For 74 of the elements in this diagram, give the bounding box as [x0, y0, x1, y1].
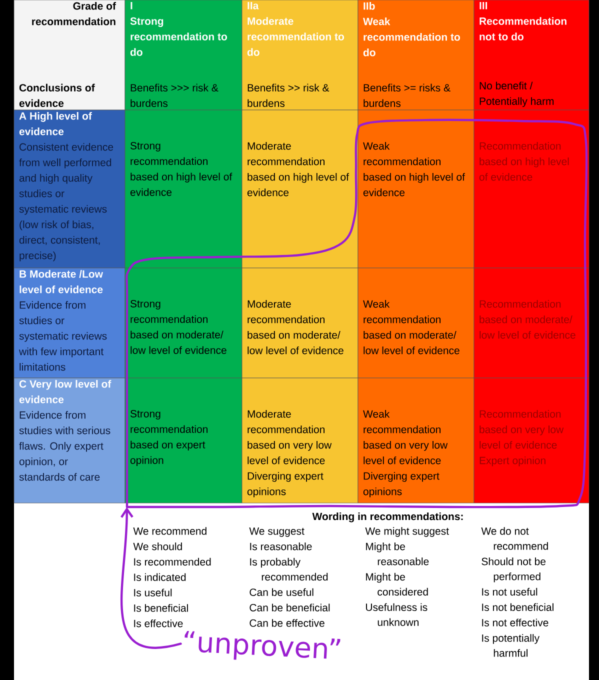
table-cell: [474, 110, 590, 268]
level-description: Evidence from studies with serious flaws. Only expert opinion, or standards of care: [19, 411, 110, 481]
table-cell: [358, 0, 474, 110]
recommendation-text: Diverging expert opinions: [247, 472, 324, 498]
recommendation-text: Recommendation based on high level of evidence: [479, 142, 569, 181]
level-description: Consistent evidence from well performed and high quality studies or systematic reviews (low risk of bias, direct, consistent, precise): [19, 143, 114, 262]
wording-item: Is effective: [134, 620, 183, 628]
wording-item: Is recommended: [134, 558, 211, 566]
table-cell: [14, 378, 126, 504]
grade-numeral: IIb: [364, 2, 375, 10]
benefit-text: Benefits >>> risk & burdens: [130, 84, 218, 107]
recommendation-text: Weak recommendation based on very low level of evidence: [363, 410, 448, 464]
grade-heading: Moderate recommendation to do: [247, 17, 344, 56]
recommendation-text: Moderate recommendation based on high level of evidence: [247, 142, 349, 196]
wording-item: We recommend: [133, 527, 206, 535]
recommendation-text: Diverging expert opinions: [363, 472, 440, 498]
recommendation-text: Recommendation based on moderate/ low level of evidence: [480, 300, 576, 339]
hand-drawn-loop: [126, 118, 588, 508]
grade-numeral: IIa: [248, 2, 259, 10]
recommendation-text: Moderate recommendation based on moderate/ low level of evidence: [248, 300, 344, 354]
wording-item: Is not useful: [482, 588, 538, 596]
table-cell: [124, 110, 242, 268]
wording-item: Can be useful: [250, 588, 314, 596]
grade-numeral: I: [130, 2, 132, 10]
recommendation-text: Weak recommendation based on moderate/ low level of evidence: [363, 300, 460, 354]
grade-heading: Recommendation not to do: [480, 17, 566, 40]
wording-item: We suggest: [249, 528, 304, 537]
wording-item: Is not beneficial: [482, 603, 554, 611]
wording-item: Can be beneficial: [250, 604, 330, 612]
wording-item: Is beneficial: [134, 604, 188, 612]
table-cell: [358, 110, 474, 268]
recommendation-text: Expert opinion: [480, 456, 546, 466]
wording-item: Might be considered: [366, 572, 428, 596]
section-heading: Wording in recommendations:: [312, 512, 463, 522]
level-heading: C Very low level of evidence: [19, 380, 112, 404]
wording-item: We do not recommend: [481, 527, 548, 550]
table-cell: [14, 110, 126, 268]
level-heading: A High level of evidence: [19, 112, 92, 136]
wording-item: Is potentially harmful: [482, 634, 540, 657]
wording-item: Should not be performed: [482, 558, 546, 582]
evidence-label: Conclusions of evidence: [19, 84, 95, 107]
wording-item: Is probably recommended: [250, 558, 328, 581]
benefit-text: Benefits >> risk & burdens: [248, 84, 330, 107]
table-cell: [242, 0, 358, 110]
wording-item: Usefulness is unknown: [366, 603, 428, 626]
grade-heading: Strong recommendation to do: [130, 17, 227, 56]
table-cell: [242, 110, 358, 268]
recommendation-text: Strong recommendation based on expert opinion: [130, 410, 208, 466]
table-cell: [14, 0, 126, 110]
benefit-text: Benefits >= risks & burdens: [364, 84, 450, 107]
grade-label: Grade of recommendation: [32, 2, 116, 26]
recommendation-text: Weak recommendation based on high level of evidence: [363, 142, 465, 196]
handwritten-note: “unproven”: [184, 630, 340, 660]
wording-item: We should: [133, 542, 182, 550]
recommendation-text: Recommendation based on very low level of evidence: [480, 410, 564, 449]
grade-heading: Weak recommendation to do: [363, 18, 460, 56]
benefit-text: No benefit / Potentially harm: [480, 82, 554, 107]
wording-item: Is indicated: [134, 573, 186, 581]
level-heading: B Moderate /Low level of evidence: [20, 270, 104, 294]
grade-numeral: III: [480, 2, 488, 10]
wording-item: Is useful: [134, 588, 172, 596]
wording-item: Is reasonable: [250, 542, 312, 550]
arrow: [120, 507, 182, 649]
recommendation-text: Strong recommendation based on moderate/ low level of evidence: [130, 300, 226, 354]
wording-item: Is not effective: [482, 618, 548, 626]
table-cell: [14, 268, 126, 378]
wording-item: Might be reasonable: [366, 542, 429, 566]
wording-item: We might suggest: [365, 527, 449, 537]
recommendation-text: Strong recommendation based on high level of evidence: [130, 142, 232, 196]
level-description: Evidence from studies or systematic reviews with few important limitations: [18, 301, 107, 371]
table-cell: [124, 0, 242, 110]
recommendation-text: Moderate recommendation based on very low level of evidence: [248, 410, 332, 464]
wording-item: Can be effective: [250, 619, 324, 627]
table-cell: [474, 0, 590, 110]
